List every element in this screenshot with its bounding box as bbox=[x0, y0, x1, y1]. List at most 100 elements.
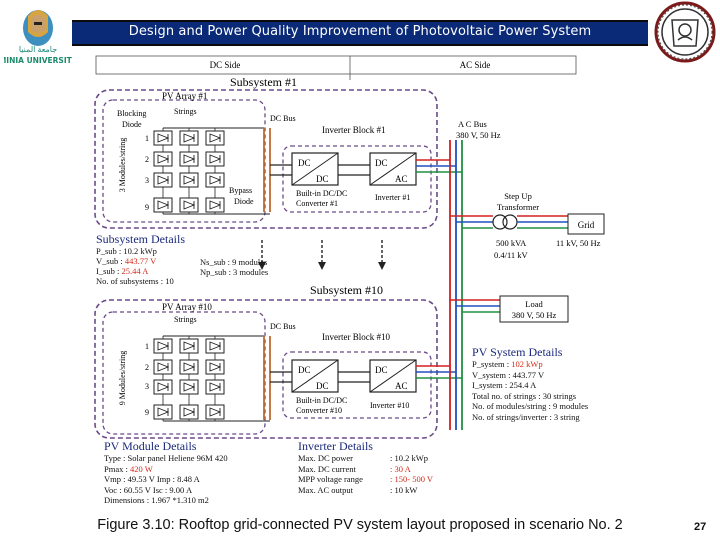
diode-symbol bbox=[209, 362, 222, 372]
diode-symbol bbox=[183, 362, 196, 372]
diode-symbol bbox=[183, 407, 196, 417]
detail-value: : 10.2 kWp bbox=[390, 453, 429, 463]
detail-line: Total no. of strings : 30 strings bbox=[472, 391, 652, 402]
pv-system-details-title: PV System Details bbox=[472, 345, 563, 359]
detail-label: Voc : bbox=[104, 484, 124, 495]
grid-box bbox=[567, 213, 605, 235]
detail-label: P_system : bbox=[472, 359, 512, 369]
detail-line: No. of strings/inverter : 3 string bbox=[472, 412, 652, 423]
pv-module-cell bbox=[205, 379, 225, 395]
diode-symbol bbox=[183, 200, 196, 210]
row-label-9b: 9 bbox=[145, 408, 149, 417]
detail-label: Max. DC power bbox=[298, 453, 354, 463]
detail-line: No. of modules/string : 9 modules bbox=[472, 401, 652, 412]
pv-module-cell bbox=[179, 172, 199, 188]
diode-symbol bbox=[209, 341, 222, 351]
inverter-details: Inverter Details Max. DC power : 10.2 kWp… bbox=[298, 440, 478, 495]
diode-symbol bbox=[183, 154, 196, 164]
subsystem-1-box bbox=[94, 89, 438, 229]
pv-module-cell bbox=[179, 404, 199, 420]
detail-value: 102 kWp bbox=[511, 359, 543, 369]
ac-label-b: AC bbox=[395, 381, 408, 391]
ac-bus-label: A C Bus bbox=[458, 119, 487, 129]
diode-symbol bbox=[157, 407, 170, 417]
detail-label: No. of subsystems : bbox=[96, 276, 166, 286]
diode-symbol bbox=[209, 407, 222, 417]
pv-module-cell bbox=[179, 151, 199, 167]
detail-value: 443.77 V bbox=[512, 369, 545, 380]
dc-label-a: DC bbox=[298, 158, 311, 168]
figure-caption: Figure 3.10: Rooftop grid-connected PV s… bbox=[97, 517, 623, 533]
dc-label-b: DC bbox=[316, 174, 329, 184]
diode-symbol bbox=[183, 382, 196, 392]
ac-label-a: AC bbox=[395, 174, 408, 184]
row-label-3b: 3 bbox=[145, 382, 149, 391]
page-number: 27 bbox=[694, 521, 707, 533]
builtin-converter-10b: Converter #10 bbox=[296, 406, 342, 415]
subsystem-10-box bbox=[94, 299, 438, 439]
pv-module-cell bbox=[205, 404, 225, 420]
detail-label: Dimensions : bbox=[104, 495, 152, 505]
np-sub: Np_sub : 3 modules bbox=[200, 267, 269, 277]
diode-symbol bbox=[209, 175, 222, 185]
pv-module-cell bbox=[153, 151, 173, 167]
pv-array-1-box bbox=[102, 99, 266, 223]
diode-symbol bbox=[157, 154, 170, 164]
detail-line: V_sub : 443.77 V bbox=[96, 256, 296, 266]
transformer-label-b: Transformer bbox=[497, 202, 539, 212]
transformer-voltage: 0.4/11 kV bbox=[494, 250, 529, 260]
dc-label-d: DC bbox=[298, 365, 311, 375]
pv-module-cell bbox=[179, 338, 199, 354]
detail-label: I_system : bbox=[472, 380, 510, 390]
pv-module-cell bbox=[205, 151, 225, 167]
modules-per-string-10: 9 Modules/string bbox=[118, 351, 127, 405]
row-label-2b: 2 bbox=[145, 363, 149, 372]
dc-label-e: DC bbox=[316, 381, 329, 391]
detail-label: Type : bbox=[104, 453, 128, 463]
detail-value: 254.4 A bbox=[509, 380, 537, 390]
diode-symbol bbox=[157, 362, 170, 372]
inverter-1-label: Inverter #1 bbox=[375, 193, 410, 202]
pv-module-cell bbox=[153, 404, 173, 420]
detail-line: Voc : 60.55 V Isc : 9.00 A bbox=[104, 485, 294, 496]
detail-label: No. of modules/string bbox=[472, 401, 549, 411]
inverter-block-1-label: Inverter Block #1 bbox=[322, 125, 385, 135]
pv-module-grid-10 bbox=[153, 335, 270, 422]
detail-value: : 10 kW bbox=[390, 484, 418, 495]
strings-label-10: Strings bbox=[174, 315, 197, 324]
detail-line: P_system : 102 kWp bbox=[472, 359, 652, 370]
pv-array-10-box bbox=[102, 311, 266, 435]
subsystem-details-title: Subsystem Details bbox=[96, 232, 185, 246]
detail-label: Total no. of strings bbox=[472, 390, 539, 401]
detail-value: : 30 A bbox=[390, 463, 411, 474]
pv-module-cell bbox=[205, 197, 225, 213]
blocking-diode-label-1b: Diode bbox=[122, 120, 142, 129]
diode-symbol bbox=[157, 133, 170, 143]
detail-value: 420 W bbox=[129, 463, 153, 474]
detail-value: 443.77 V bbox=[124, 256, 157, 266]
pv-module-cell bbox=[205, 359, 225, 375]
detail-line: P_sub : 10.2 kWp bbox=[96, 246, 296, 256]
header-bar bbox=[72, 20, 648, 46]
detail-label: No. of strings/inverter bbox=[472, 411, 550, 422]
detail-line: No. of subsystems : 10 bbox=[96, 276, 296, 286]
transformer-rating: 500 kVA bbox=[496, 238, 527, 248]
builtin-converter-1: Built-in DC/DC bbox=[296, 189, 347, 198]
bypass-diode-label-1b: Diode bbox=[234, 197, 254, 206]
detail-value: Solar panel Heliene 96M 420 bbox=[127, 453, 228, 463]
detail-line: I_system : 254.4 A bbox=[472, 380, 652, 391]
dc-side-label: DC Side bbox=[210, 60, 241, 70]
dc-bus-label-10: DC Bus bbox=[270, 322, 296, 331]
detail-value: 10 bbox=[165, 276, 174, 286]
pv-module-cell bbox=[179, 359, 199, 375]
diode-symbol bbox=[209, 382, 222, 392]
faculty-emblem-logo bbox=[652, 0, 718, 64]
strings-label-1: Strings bbox=[174, 107, 197, 116]
subsystem-10-label: Subsystem #10 bbox=[310, 283, 383, 297]
detail-label: MPP voltage range bbox=[298, 474, 363, 484]
detail-line: MPP voltage range: 150- 500 V bbox=[298, 474, 478, 485]
pv-module-cell bbox=[153, 172, 173, 188]
detail-label: Max. DC current bbox=[298, 463, 356, 474]
inverter-details-title: Inverter Details bbox=[298, 439, 373, 453]
